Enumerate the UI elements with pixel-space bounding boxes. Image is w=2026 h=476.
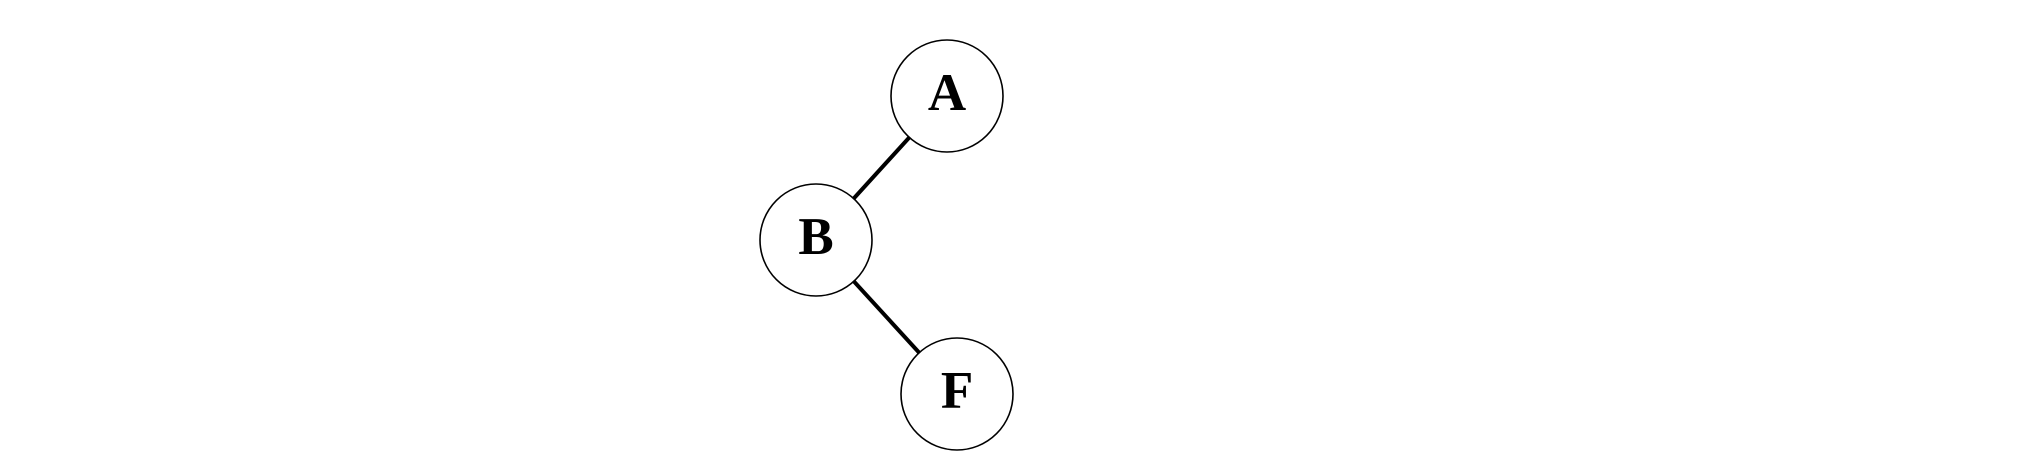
node-circle-A bbox=[890, 39, 1004, 153]
node-label-F: F bbox=[941, 362, 973, 420]
node-circle-F bbox=[900, 337, 1014, 451]
node-label-A: A bbox=[928, 64, 966, 122]
node-label-B: B bbox=[798, 208, 833, 266]
node-circle-B bbox=[759, 183, 873, 297]
